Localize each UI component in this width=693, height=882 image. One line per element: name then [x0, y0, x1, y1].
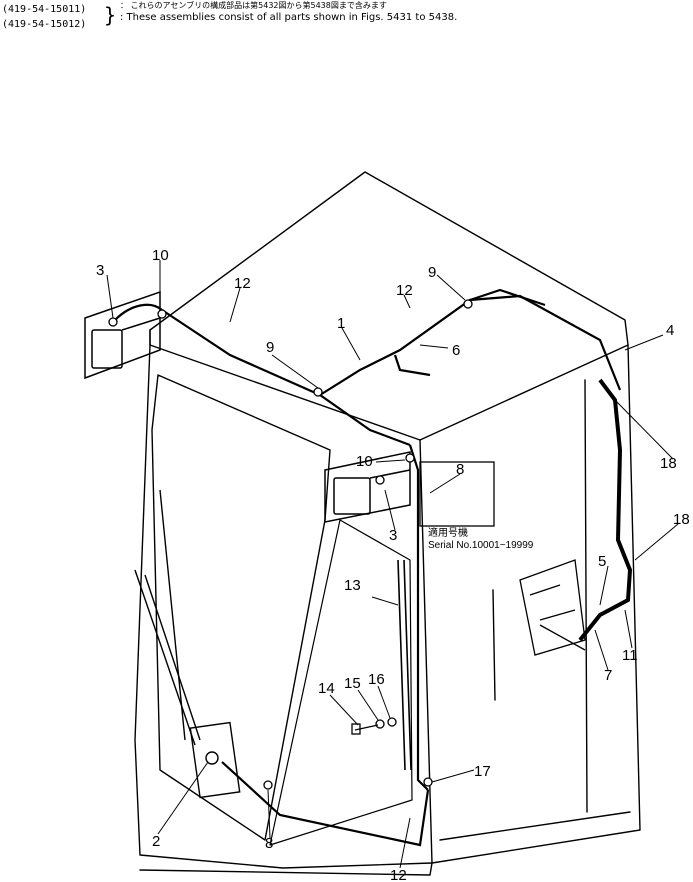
brace: } — [104, 3, 117, 27]
bolt-set — [351, 717, 397, 735]
harness-18 — [578, 378, 633, 642]
callout-12-bottom: 12 — [390, 867, 407, 882]
leader-lines — [106, 260, 679, 869]
callout-3-rear: 3 — [96, 262, 104, 279]
callout-10-front: 10 — [356, 453, 373, 470]
callout-17: 17 — [474, 763, 491, 780]
serial-title: 適用号機 — [428, 526, 468, 539]
callout-15: 15 — [344, 675, 361, 692]
callout-9-left: 9 — [266, 339, 274, 356]
front-lamp — [324, 451, 411, 523]
part-number-1: (419-54-15011) — [2, 4, 87, 15]
part-number-2: (419-54-15012) — [2, 19, 87, 30]
callout-4: 4 — [666, 322, 674, 339]
callout-8-lower: 8 — [265, 835, 273, 852]
callout-16: 16 — [368, 671, 385, 688]
cab-body — [134, 171, 641, 876]
note-english: : These assemblies consist of all parts … — [120, 12, 458, 23]
wiper-assembly — [134, 489, 241, 799]
callout-13: 13 — [344, 577, 361, 594]
callout-1: 1 — [337, 315, 345, 332]
note-japanese: ： これらのアセンブリの構成部品は第5432図から第5438図まで含みます — [120, 1, 387, 10]
callout-labels: 3 10 12 1 9 12 6 9 4 18 10 8 3 13 5 18 1… — [96, 247, 690, 882]
callout-12-roof: 12 — [234, 275, 251, 292]
rear-lamp — [84, 290, 161, 380]
callout-10-rear: 10 — [152, 247, 169, 264]
serial-detail-box — [419, 461, 495, 527]
callout-8-upper: 8 — [456, 461, 464, 478]
wiring-harness — [114, 288, 622, 847]
callout-3-front: 3 — [389, 527, 397, 544]
callout-2: 2 — [152, 833, 160, 850]
callout-18-lower: 18 — [673, 511, 690, 528]
harness-clips — [108, 299, 473, 790]
callout-5: 5 — [598, 553, 606, 570]
callout-6: 6 — [452, 342, 460, 359]
callout-18-upper: 18 — [660, 455, 677, 472]
callout-11: 11 — [622, 647, 638, 664]
rod-13 — [397, 559, 412, 771]
callout-9-right: 9 — [428, 264, 436, 281]
callout-7: 7 — [604, 667, 612, 684]
callout-12-mid: 12 — [396, 282, 413, 299]
callout-14: 14 — [318, 680, 335, 697]
switch-box — [519, 559, 586, 656]
serial-range: Serial No.10001~19999 — [428, 540, 534, 551]
